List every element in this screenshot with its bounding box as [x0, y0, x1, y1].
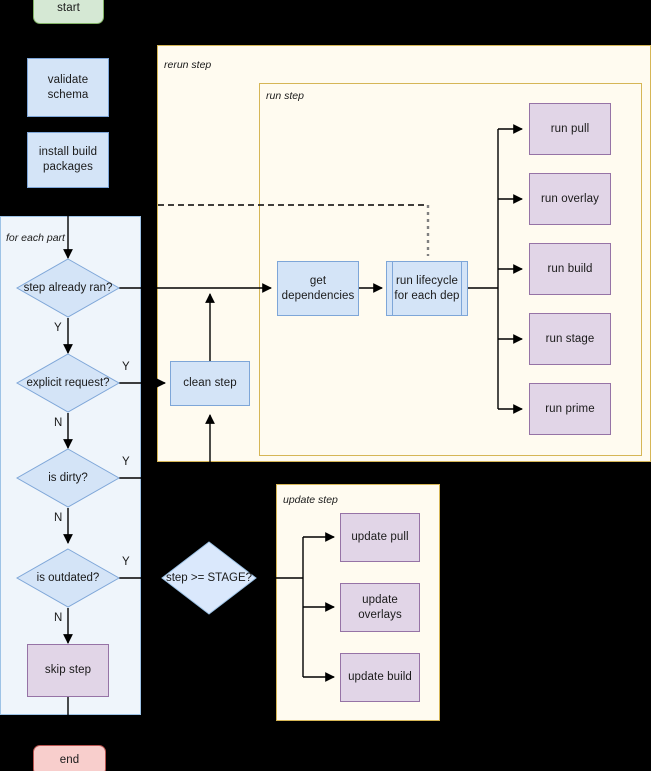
node-explicit-request[interactable]: explicit request?	[16, 353, 120, 413]
node-update-build[interactable]: update build	[340, 653, 420, 702]
node-step-ge-stage-label: step >= STAGE?	[165, 572, 253, 584]
container-run-step-label: run step	[266, 90, 304, 102]
edge-label-is-dirty-yes: Y	[122, 456, 130, 468]
node-start[interactable]: start	[33, 0, 104, 24]
node-run-stage[interactable]: run stage	[529, 313, 611, 365]
subprocess-bar-left	[392, 262, 393, 315]
node-is-dirty[interactable]: is dirty?	[16, 448, 120, 508]
node-is-outdated[interactable]: is outdated?	[16, 548, 120, 608]
node-update-pull[interactable]: update pull	[340, 513, 420, 562]
node-step-ge-stage[interactable]: step >= STAGE?	[161, 541, 257, 615]
node-run-build[interactable]: run build	[529, 243, 611, 295]
node-run-lifecycle-label: run lifecycle for each dep	[394, 274, 460, 302]
node-run-pull[interactable]: run pull	[529, 103, 611, 155]
node-end[interactable]: end	[33, 745, 106, 771]
node-skip-step[interactable]: skip step	[27, 644, 109, 697]
subprocess-bar-right	[461, 262, 462, 315]
container-update-step-label: update step	[283, 494, 338, 506]
node-validate-schema[interactable]: validate schema	[27, 58, 109, 117]
edge-label-is-dirty-no: N	[54, 512, 63, 524]
node-run-overlay[interactable]: run overlay	[529, 173, 611, 225]
node-install-build-packages[interactable]: install build packages	[27, 132, 109, 188]
container-rerun-step-label: rerun step	[164, 59, 212, 71]
node-get-dependencies[interactable]: get dependencies	[277, 261, 359, 316]
edge-label-explicit-request-no: N	[54, 417, 63, 429]
node-step-already-ran[interactable]: step already ran?	[16, 258, 120, 318]
node-explicit-request-label: explicit request?	[26, 377, 110, 389]
edge-label-is-outdated-yes: Y	[122, 556, 130, 568]
node-is-outdated-label: is outdated?	[36, 572, 100, 584]
container-for-each-part-label: for each part	[6, 232, 65, 244]
node-is-dirty-label: is dirty?	[48, 472, 88, 484]
node-run-prime[interactable]: run prime	[529, 383, 611, 435]
edge-label-explicit-request-yes: Y	[122, 361, 130, 373]
node-step-already-ran-label: step already ran?	[23, 282, 113, 294]
node-run-lifecycle-for-each-dep[interactable]: run lifecycle for each dep	[386, 261, 468, 316]
node-clean-step[interactable]: clean step	[170, 361, 250, 406]
edge-label-is-outdated-no: N	[54, 612, 63, 624]
edge-label-step-already-ran-yes: Y	[54, 322, 62, 334]
node-update-overlays[interactable]: update overlays	[340, 583, 420, 632]
